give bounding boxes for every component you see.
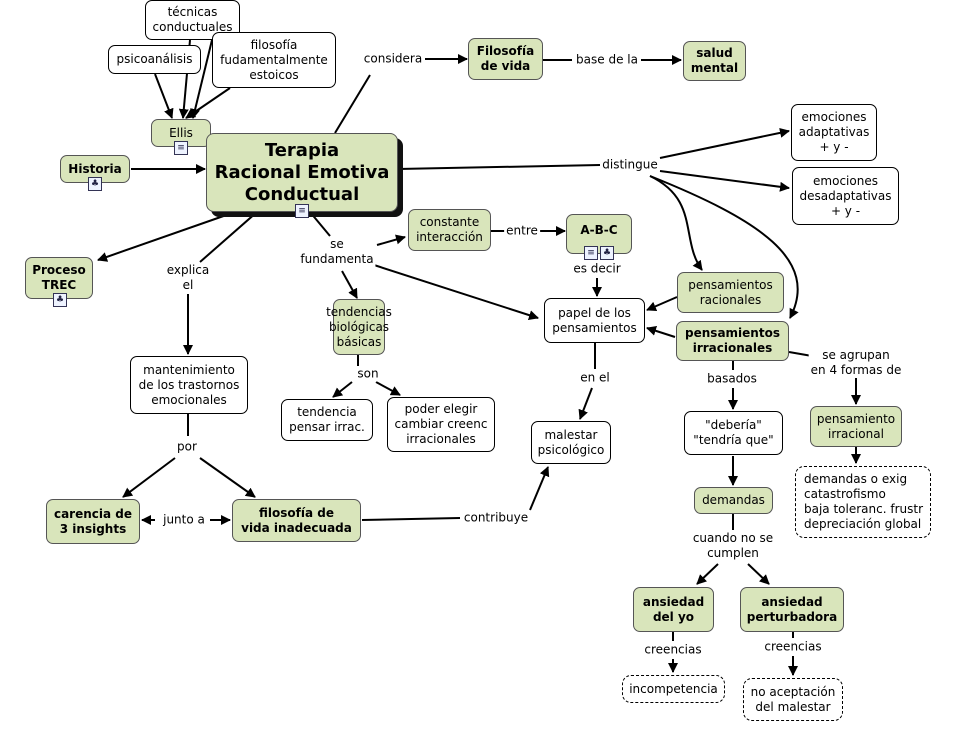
node-filosofia-de-vida[interactable]: Filosofía de vida — [468, 38, 543, 80]
node-label: A-B-C — [580, 223, 618, 237]
node-ansiedad-perturbadora[interactable]: ansiedad perturbadora — [740, 587, 844, 632]
node-label: tendencia pensar irrac. — [289, 405, 365, 434]
concept-map-icon[interactable]: ♣ — [88, 177, 102, 191]
node-demandas[interactable]: demandas — [694, 487, 773, 514]
node-label: "debería" "tendría que" — [693, 418, 774, 447]
node-abc[interactable]: A-B-C — [566, 214, 632, 254]
node-tendencia-pensar[interactable]: tendencia pensar irrac. — [281, 399, 373, 441]
node-label: salud mental — [690, 46, 739, 75]
node-label: Terapia Racional Emotiva Conductual — [214, 139, 390, 205]
node-carencia-insights[interactable]: carencia de 3 insights — [46, 499, 140, 544]
link-label-basados: basados — [705, 371, 759, 387]
node-label: Historia — [68, 161, 122, 176]
node-psicoanalisis[interactable]: psicoanálisis — [108, 45, 201, 74]
node-tendencias-biologicas[interactable]: tendencias biológicas básicas — [326, 299, 392, 355]
node-emociones-desadaptativas[interactable]: emociones desadaptativas + y - — [792, 167, 899, 225]
node-label: técnicas conductuales — [152, 5, 233, 34]
link-label-considera: considera — [361, 51, 425, 67]
node-label: emociones adaptativas + y - — [798, 110, 870, 154]
concept-map-icon[interactable]: ♣ — [53, 293, 67, 307]
node-label: mantenimiento de los trastornos emociona… — [138, 362, 240, 407]
node-pensamientos-racionales[interactable]: pensamientos racionales — [677, 272, 784, 313]
node-label: poder elegir cambiar creenc irracionales — [394, 402, 488, 446]
link-label-base-de-la: base de la — [574, 52, 640, 68]
node-label: ansiedad del yo — [642, 594, 705, 624]
node-mantenimiento-trastornos[interactable]: mantenimiento de los trastornos emociona… — [130, 356, 248, 414]
node-label: pensamientos irracionales — [685, 326, 780, 355]
node-label: papel de los pensamientos — [552, 305, 637, 335]
link-label-entre: entre — [504, 223, 540, 239]
node-label: filosofía fudamentalmente estoicos — [220, 37, 328, 82]
node-demandas-lista[interactable]: demandas o exig catastrofismo baja toler… — [795, 466, 931, 538]
node-label: Ellis — [169, 125, 193, 140]
node-no-aceptacion[interactable]: no aceptación del malestar — [743, 678, 843, 721]
link-label-en-el: en el — [578, 370, 612, 386]
node-label: Proceso TREC — [32, 263, 86, 292]
document-icon[interactable]: ≡ — [295, 204, 309, 218]
node-label: filosofía de vida inadecuada — [241, 505, 352, 535]
node-papel-pensamientos[interactable]: papel de los pensamientos — [544, 298, 645, 343]
node-label: tendencias biológicas básicas — [326, 304, 392, 349]
node-label: ansiedad perturbadora — [746, 594, 838, 624]
node-label: incompetencia — [629, 681, 718, 696]
node-constante-interaccion[interactable]: constante interacción — [408, 209, 491, 251]
node-label: pensamiento irracional — [816, 411, 896, 441]
link-label-junto-a: junto a — [161, 512, 207, 528]
concept-map-icon[interactable]: ♣ — [600, 246, 614, 260]
link-label-es-decir: es decir — [571, 261, 623, 277]
link-label-se-fundamenta: se fundamenta — [298, 237, 376, 267]
node-label: no aceptación del malestar — [750, 684, 836, 714]
link-label-explica-el: explica el — [164, 263, 212, 293]
node-filosofia-estoicos[interactable]: filosofía fudamentalmente estoicos — [212, 32, 336, 88]
node-salud-mental[interactable]: salud mental — [683, 41, 746, 81]
node-label: malestar psicológico — [537, 427, 605, 457]
link-label-cuando-no-se-cumplen: cuando no se cumplen — [690, 531, 776, 561]
node-historia[interactable]: Historia — [60, 155, 130, 183]
link-label-contribuye: contribuye — [461, 510, 531, 526]
node-label: pensamientos racionales — [688, 277, 773, 307]
node-emociones-adaptativas[interactable]: emociones adaptativas + y - — [791, 104, 877, 161]
link-label-creencias: creencias — [642, 642, 704, 658]
node-malestar-psicologico[interactable]: malestar psicológico — [531, 421, 611, 464]
node-poder-elegir[interactable]: poder elegir cambiar creenc irracionales — [387, 397, 495, 452]
node-incompetencia[interactable]: incompetencia — [622, 675, 725, 703]
node-pensamiento-irracional[interactable]: pensamiento irracional — [810, 406, 902, 447]
node-label: psicoanálisis — [116, 52, 193, 66]
document-icon[interactable]: ≡ — [174, 141, 188, 155]
node-ansiedad-yo[interactable]: ansiedad del yo — [633, 587, 714, 632]
node-label: Filosofía de vida — [476, 44, 535, 73]
node-label: carencia de 3 insights — [53, 506, 133, 536]
node-label: demandas o exig catastrofismo baja toler… — [804, 472, 924, 531]
link-label-se-agrupan: se agrupan en 4 formas de — [808, 348, 904, 378]
document-icon[interactable]: ≡ — [584, 246, 598, 260]
node-label: demandas — [702, 493, 765, 507]
node-deberia-tendria[interactable]: "debería" "tendría que" — [684, 411, 783, 455]
link-label-por: por — [175, 439, 199, 455]
node-label: emociones desadaptativas + y - — [799, 173, 892, 218]
link-label-distingue: distingue — [600, 157, 660, 173]
node-label: constante interacción — [416, 215, 483, 244]
link-label-creencias: creencias — [762, 639, 824, 655]
node-terapia-racional-emotiva[interactable]: Terapia Racional Emotiva Conductual — [206, 133, 398, 212]
node-filosofia-inadecuada[interactable]: filosofía de vida inadecuada — [232, 499, 361, 542]
node-pensamientos-irracionales[interactable]: pensamientos irracionales — [676, 321, 789, 361]
link-label-son: son — [355, 366, 381, 382]
